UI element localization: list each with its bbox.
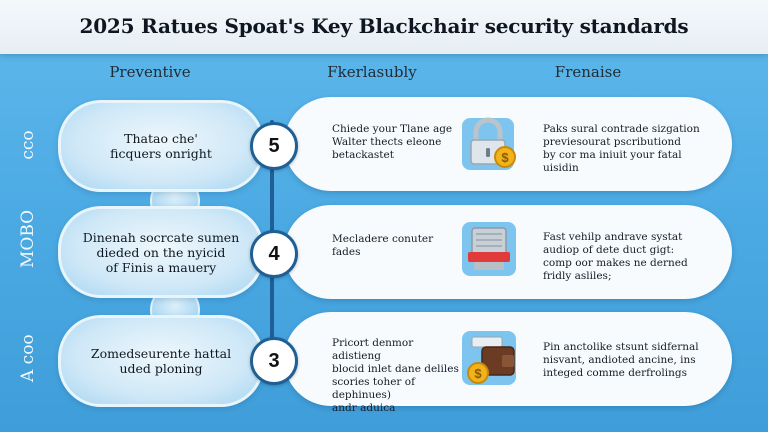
- wallet-coin-icon: $: [458, 327, 522, 391]
- row-3-middle-text: Pricort denmor adistieng blocid inlet da…: [332, 337, 459, 414]
- side-label-1: cco: [18, 130, 38, 160]
- column-header-preventive: Preventive: [109, 63, 191, 81]
- row-1-middle-text: Chiede your Tlane age Walter thects eleo…: [332, 123, 453, 161]
- step-badge-1: 5: [250, 122, 298, 170]
- row-3-right-text: Pin anctolike stsunt sidfernal nisvant, …: [543, 341, 699, 379]
- vault-device-icon: [458, 218, 522, 282]
- left-card-1-text: Thatao che' ficquers onright: [110, 131, 212, 161]
- step-badge-2: 4: [250, 230, 298, 278]
- side-label-2: MOBO: [18, 209, 38, 268]
- side-label-3: A coo: [18, 334, 38, 382]
- padlock-coin-icon: $: [458, 112, 522, 176]
- page-title: 2025 Ratues Spoat's Key Blackchair secur…: [79, 14, 689, 38]
- left-card-2: Dinenah socrcate sumen dieded on the nyi…: [58, 206, 264, 298]
- row-2-right-text: Fast vehilp andrave systat audiop of det…: [543, 231, 688, 282]
- row-2-middle-text: Mecladere conuter fades: [332, 233, 434, 258]
- left-card-3: Zomedseurente hattal uded ploning: [58, 315, 264, 407]
- column-header-middle: Fkerlasubly: [327, 63, 417, 81]
- svg-text:$: $: [474, 366, 482, 381]
- row-1-right-text: Paks sural contrade sizgation previesour…: [543, 123, 700, 174]
- column-header-right: Frenaise: [554, 63, 622, 81]
- left-card-3-text: Zomedseurente hattal uded ploning: [90, 346, 232, 376]
- title-band: 2025 Ratues Spoat's Key Blackchair secur…: [0, 0, 768, 54]
- left-card-1: Thatao che' ficquers onright: [58, 100, 264, 192]
- left-card-2-text: Dinenah socrcate sumen dieded on the nyi…: [82, 229, 240, 275]
- svg-text:$: $: [501, 150, 509, 165]
- step-badge-3: 3: [250, 337, 298, 385]
